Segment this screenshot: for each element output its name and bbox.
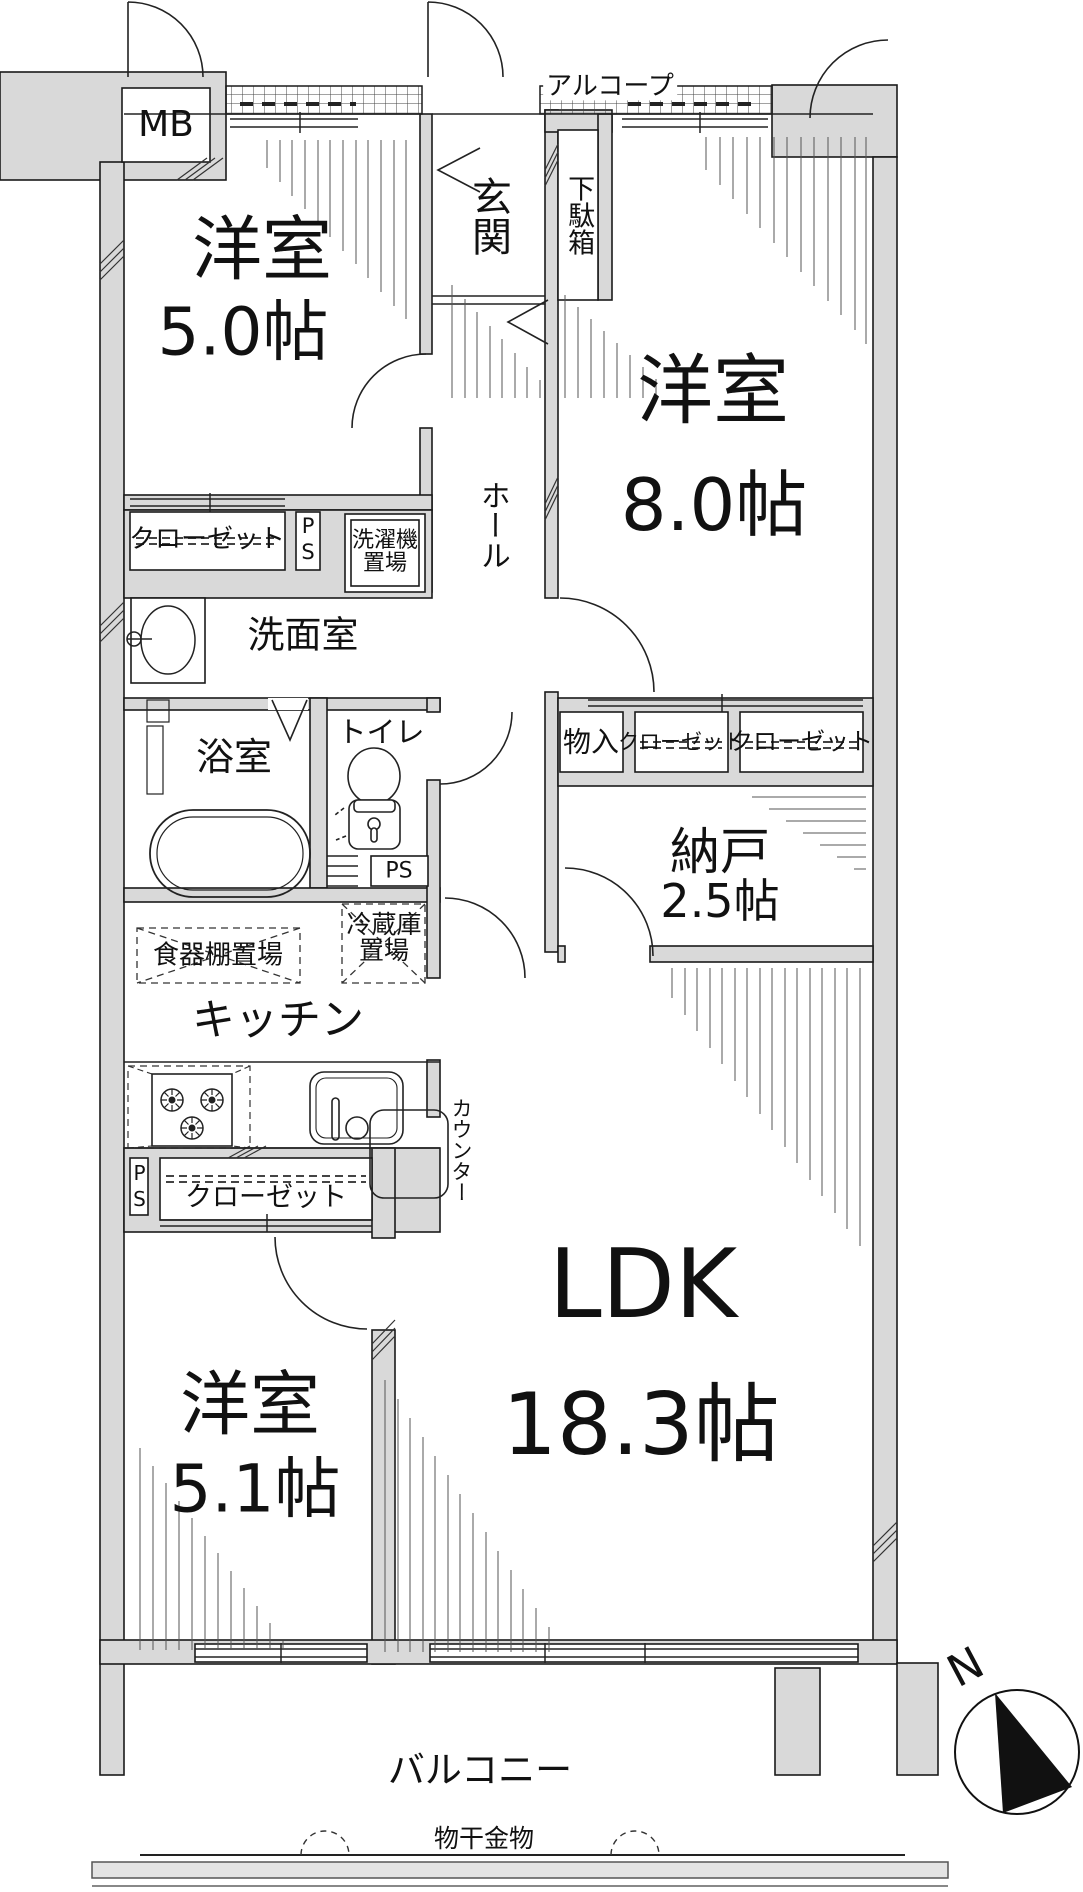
entrance-label: 玄関 — [465, 176, 511, 256]
windows-and-tracks — [124, 112, 873, 1663]
closet-c-label: クローゼット — [185, 1181, 347, 1213]
meter-box-label: MB — [138, 104, 194, 146]
bathtub-icon — [146, 699, 311, 898]
shoe-cabinet-label: 下駄箱 — [563, 174, 595, 256]
floor-hatching — [139, 137, 867, 1652]
door-arcs — [127, 1, 889, 1330]
storage-box-label: 物入 — [562, 725, 620, 759]
closet-b1-label: クローゼット — [618, 729, 744, 754]
closet-a-label: クローゼット — [128, 524, 286, 555]
toilet-label: トイレ — [337, 714, 425, 749]
closet-hanger-lines — [136, 537, 857, 1183]
closet-b2-label: クローゼット — [729, 727, 873, 756]
pipe-space-toilet-label: PS — [385, 858, 413, 884]
toilet-icon — [327, 747, 401, 887]
bathroom-label: 浴室 — [195, 735, 273, 780]
storage-room-size: 2.5帖 — [660, 873, 780, 928]
pipe-space-b-label: PS — [127, 1161, 152, 1213]
room1-name: 洋室 — [192, 208, 332, 291]
counter-label: カウンター — [449, 1097, 474, 1203]
walls — [0, 71, 939, 1776]
storage-room-name: 納戸 — [670, 822, 770, 881]
ldk-size: 18.3帖 — [502, 1374, 780, 1475]
hall-label: ホール — [474, 480, 510, 570]
room2-name: 洋室 — [637, 346, 789, 436]
washbasin-icon — [126, 605, 196, 675]
pipe-space-a-label: PS — [296, 514, 321, 566]
appliance-spaces — [136, 903, 426, 984]
balcony-rail — [91, 1830, 949, 1887]
room3-name: 洋室 — [180, 1363, 320, 1446]
dish-shelf-label: 食器棚置場 — [152, 940, 284, 971]
stove-icon — [127, 1065, 251, 1149]
kitchen-sink-icon — [309, 1071, 404, 1145]
room2-size: 8.0帖 — [620, 463, 808, 548]
alcove-strip — [225, 85, 773, 115]
fridge-place-label: 冷蔵庫置場 — [346, 909, 422, 965]
compass-icon — [954, 1689, 1080, 1815]
counter-icon — [124, 1061, 449, 1199]
laundry-hardware-label: 物干金物 — [433, 1823, 535, 1853]
balcony-label: バルコニー — [387, 1748, 573, 1792]
washer-place-label: 洗濯機置場 — [351, 527, 418, 576]
washroom-label: 洗面室 — [247, 613, 359, 657]
room1-size: 5.0帖 — [157, 293, 329, 371]
room3-size: 5.1帖 — [169, 1450, 341, 1528]
kitchen-label: キッチン — [192, 995, 364, 1046]
alcove-label: アルコープ — [543, 73, 677, 101]
ldk-name: LDK — [548, 1230, 738, 1341]
